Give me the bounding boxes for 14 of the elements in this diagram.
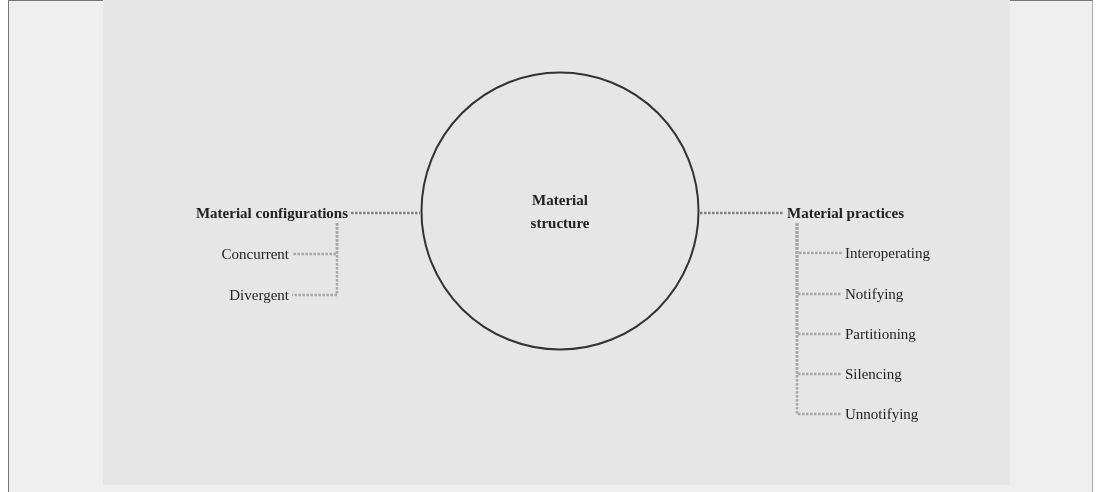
- item-label: Interoperating: [845, 244, 930, 262]
- category-heading: Material configurations: [195, 204, 348, 222]
- dotted-connector: [700, 211, 784, 215]
- item-label: Notifying: [845, 285, 904, 303]
- item-label: Concurrent: [221, 245, 289, 263]
- dotted-connector: [795, 223, 842, 416]
- node-title: Material structure: [529, 191, 591, 233]
- category-heading: Material practices: [787, 204, 905, 222]
- dotted-connector: [351, 211, 420, 215]
- item-label: Partitioning: [845, 325, 916, 343]
- item-label: Unnotifying: [845, 405, 919, 423]
- dotted-connector: [292, 223, 339, 297]
- item-label: Silencing: [845, 365, 902, 383]
- item-label: Divergent: [229, 286, 289, 304]
